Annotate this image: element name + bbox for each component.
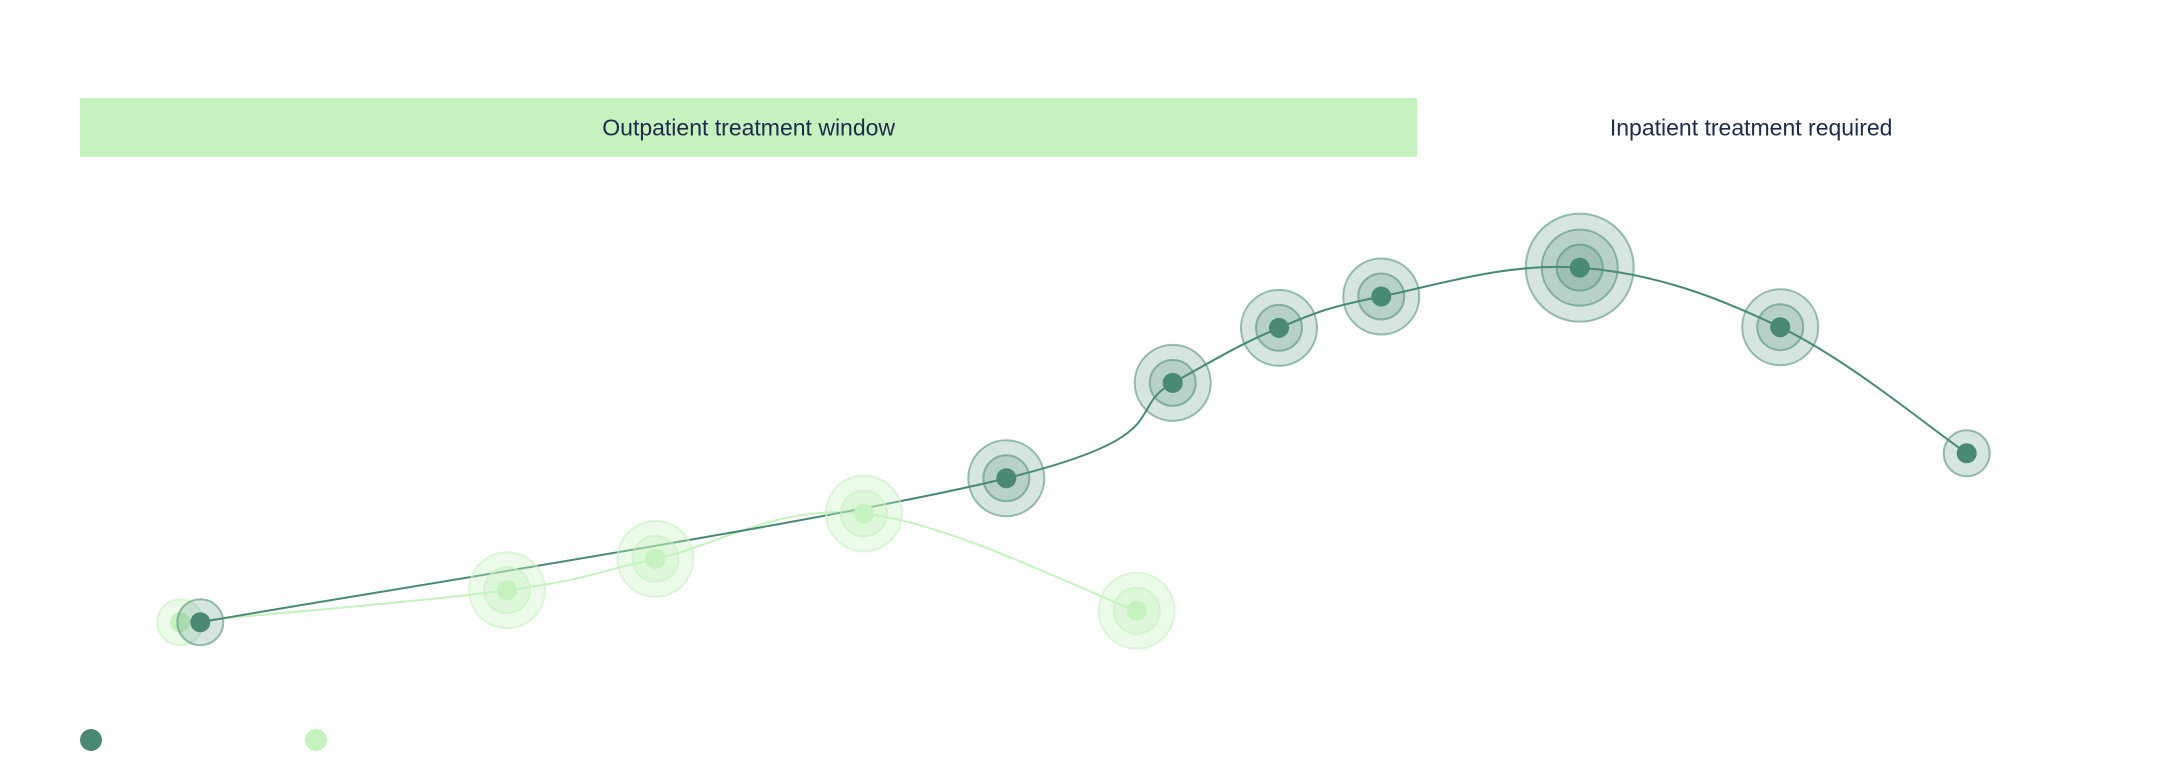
series-lines [179, 265, 1968, 624]
series-0-point [967, 439, 1046, 518]
band-1 [1417, 98, 2085, 157]
series-0-point [176, 598, 225, 647]
series-1-point [468, 551, 547, 630]
band-label-0: Outpatient treatment window [602, 115, 895, 141]
series-0-point-dot [996, 468, 1017, 489]
series-1-point-dot [497, 580, 518, 601]
series-1-point-dot [170, 612, 191, 633]
legend-marker-1 [305, 729, 327, 751]
series-1-point [156, 598, 205, 647]
series-0-line [199, 265, 1968, 624]
series-1-point [1097, 571, 1176, 650]
data-points [156, 212, 1991, 650]
series-1-point [616, 519, 695, 598]
legend-marker-0 [80, 729, 102, 751]
series-0-point-dot [190, 612, 211, 633]
series-1-point-dot [645, 548, 666, 569]
legend [80, 729, 327, 751]
series-0-point [1133, 343, 1212, 422]
series-0-point [1342, 257, 1421, 336]
series-0-point-dot [1569, 257, 1590, 278]
band-0 [80, 98, 1418, 157]
series-1-point [824, 474, 903, 553]
series-0-point-dot [1162, 372, 1183, 393]
series-0-point [1942, 429, 1991, 478]
series-0-point-dot [1956, 443, 1977, 464]
series-0-point [1524, 212, 1635, 323]
series-0-point-dot [1770, 317, 1791, 338]
series-0-point [1239, 288, 1318, 367]
series-0-point-dot [1268, 317, 1289, 338]
series-1-point-dot [1126, 600, 1147, 621]
band-label-1: Inpatient treatment required [1610, 115, 1893, 141]
series-0-point [1741, 288, 1820, 367]
series-0-point-dot [1371, 286, 1392, 307]
treatment-bands: Outpatient treatment window Inpatient tre… [80, 98, 2085, 157]
series-1-point-dot [853, 503, 874, 524]
